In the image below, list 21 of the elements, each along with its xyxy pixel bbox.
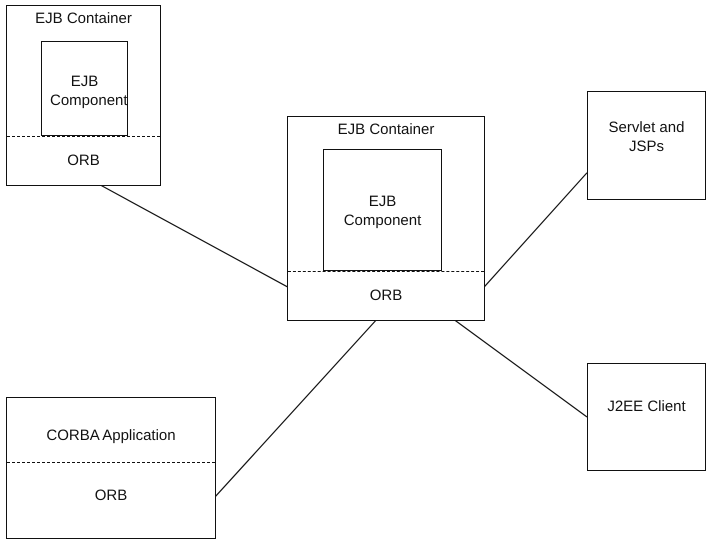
node-label: ORB bbox=[94, 486, 128, 505]
node-label: EJB Component bbox=[49, 72, 127, 110]
node-box bbox=[6, 5, 161, 186]
connector-line bbox=[100, 184, 288, 288]
connector-line bbox=[484, 172, 588, 288]
node-label: ORB bbox=[368, 286, 404, 305]
node-box bbox=[287, 116, 485, 321]
node-label: Servlet and JSPs bbox=[608, 118, 686, 156]
component-box bbox=[323, 149, 442, 271]
component-box bbox=[41, 41, 128, 136]
node-label: EJB Component bbox=[342, 192, 422, 230]
node-label: EJB Container bbox=[34, 9, 133, 28]
node-box bbox=[6, 397, 216, 539]
node-box bbox=[587, 363, 706, 471]
connector-line bbox=[214, 320, 377, 498]
node-label: ORB bbox=[66, 151, 101, 170]
node-label: CORBA Application bbox=[45, 426, 177, 445]
connector-line bbox=[454, 320, 588, 418]
node-label: J2EE Client bbox=[606, 397, 687, 416]
node-label: EJB Container bbox=[336, 120, 436, 139]
node-box bbox=[587, 91, 706, 200]
